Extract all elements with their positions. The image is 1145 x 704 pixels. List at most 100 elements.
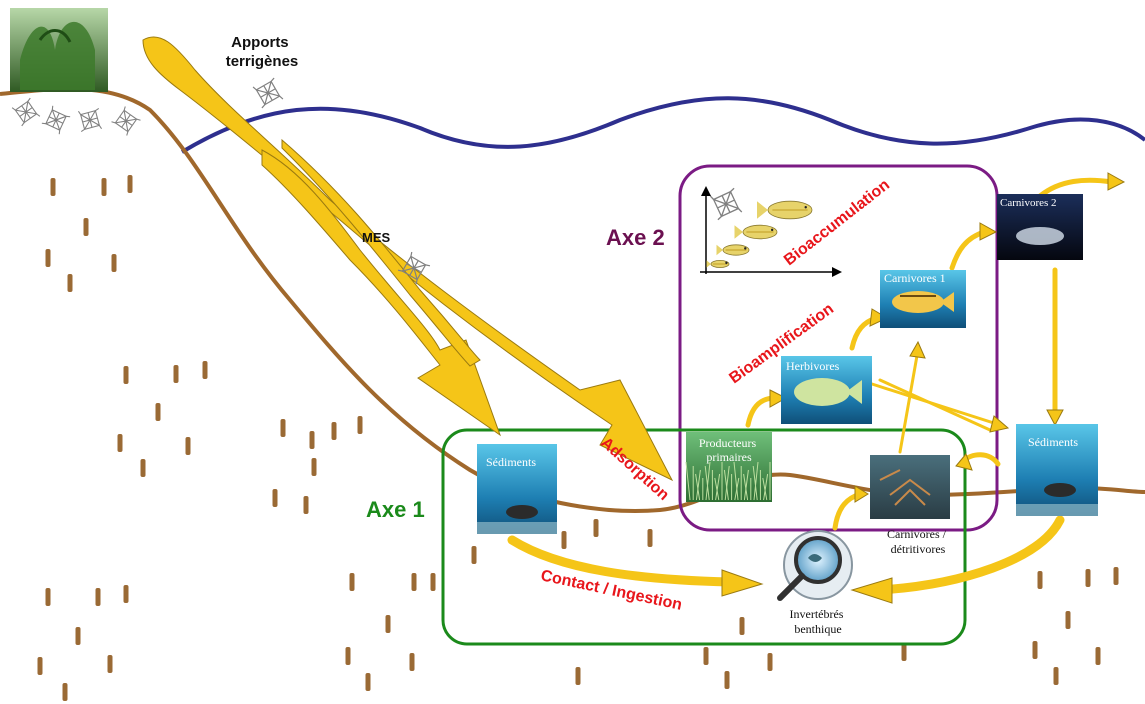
ground-post: [95, 588, 101, 606]
grass-blade: [724, 465, 730, 501]
molecule-icon: [41, 105, 71, 135]
ground-post: [331, 422, 337, 440]
label-carnivores2: Carnivores 2: [1000, 197, 1057, 209]
arrowhead: [850, 577, 893, 604]
arrow-cross-2: [898, 348, 920, 454]
label-carnivores1: Carnivores 1: [884, 271, 946, 285]
ground-post: [311, 458, 317, 476]
label-sediments-left: Sédiments: [486, 455, 536, 469]
ground-post: [62, 683, 68, 701]
fish-icon: [706, 260, 730, 268]
ground-post: [202, 361, 208, 379]
photo-carnivores2: [997, 194, 1083, 260]
arrowhead: [854, 485, 869, 503]
label-producteurs-line2: primaires: [706, 450, 752, 464]
ground-post: [107, 655, 113, 673]
ground-post: [561, 531, 567, 549]
arrow-cross-1: [878, 378, 992, 432]
ground-post: [50, 178, 56, 196]
ground-post: [345, 647, 351, 665]
arrow-apports-producteurs: [142, 36, 674, 482]
ground-post: [1053, 667, 1059, 685]
ground-post: [309, 431, 315, 449]
label-invertebres-line2: benthique: [794, 622, 841, 636]
ground-post: [155, 403, 161, 421]
arrow-sedright-invert: [875, 515, 1065, 595]
arrowhead: [955, 453, 973, 471]
ground-post: [575, 667, 581, 685]
ground-post: [45, 249, 51, 267]
label-invertebres-line1: Invertébrés: [790, 607, 844, 621]
ground-post: [123, 585, 129, 603]
magnifier-icon: [777, 530, 853, 601]
arrow-sed-invert: [507, 535, 735, 587]
photo-sediments-left: [477, 444, 557, 534]
arrowhead: [909, 340, 926, 359]
ground-post: [1085, 569, 1091, 587]
grass-blade: [704, 465, 710, 501]
ground-post: [37, 657, 43, 675]
grass-blade: [685, 461, 691, 501]
input-arrows: [142, 36, 674, 482]
ground-post: [140, 459, 146, 477]
arrow-inner: [281, 138, 481, 367]
photo-carnivores-detritivores: [870, 455, 950, 519]
ground-post: [280, 419, 286, 437]
label-herbivores: Herbivores: [786, 359, 840, 373]
ground-post: [357, 416, 363, 434]
label-carnivores-det-line1: Carnivores /: [887, 527, 947, 541]
label-axe1: Axe 1: [366, 497, 425, 522]
ground-post: [471, 546, 477, 564]
ground-profile: [0, 87, 1145, 513]
fish-icon: [706, 200, 813, 268]
ground-post: [365, 673, 371, 691]
grass-blade: [715, 473, 721, 501]
ground-post: [724, 671, 730, 689]
arrow-mes-sediments: [261, 149, 501, 437]
grass-blade: [714, 477, 720, 501]
ground-post: [1095, 647, 1101, 665]
axe1-box: [441, 428, 967, 646]
ground-post: [1032, 641, 1038, 659]
ground-post: [593, 519, 599, 537]
molecule-icon: [252, 77, 284, 109]
ground-post: [1065, 611, 1071, 629]
arrow-carn1-carn2: [949, 229, 987, 271]
fish-icon: [716, 244, 750, 256]
ground-post: [111, 254, 117, 272]
grass-blade: [733, 461, 739, 501]
ground-post: [739, 617, 745, 635]
ground-post: [173, 365, 179, 383]
photo-herbivores: [781, 356, 872, 424]
photo-sediments-right: [1016, 424, 1098, 516]
grass-blade: [695, 473, 701, 501]
ground-post: [185, 437, 191, 455]
axe2-box: [678, 164, 999, 532]
label-invertebres: Invertébrés benthique: [790, 607, 847, 636]
ground-post: [303, 496, 309, 514]
ground-post: [901, 643, 907, 661]
flow-arrows: [507, 177, 1115, 595]
ground-post: [767, 653, 773, 671]
arrowhead: [769, 389, 788, 408]
arrowhead: [721, 569, 764, 597]
ground-post: [67, 274, 73, 292]
grass-blade: [705, 461, 711, 501]
arrow-carn2-out: [1037, 177, 1115, 199]
grass-blade: [763, 473, 769, 501]
grass-blade: [752, 465, 758, 501]
ground-post: [647, 529, 653, 547]
label-axe2: Axe 2: [606, 225, 665, 250]
molecule-icon: [709, 187, 743, 221]
ground-post: [83, 218, 89, 236]
ground-post: [123, 366, 129, 384]
molecule-icon: [11, 97, 41, 127]
arrowhead: [869, 308, 889, 327]
grass-blade: [723, 469, 729, 501]
ground-post: [272, 489, 278, 507]
ground-post: [411, 573, 417, 591]
ground-posts: [37, 175, 1119, 701]
grass-blade: [743, 469, 749, 501]
forest-photo: [10, 8, 108, 92]
